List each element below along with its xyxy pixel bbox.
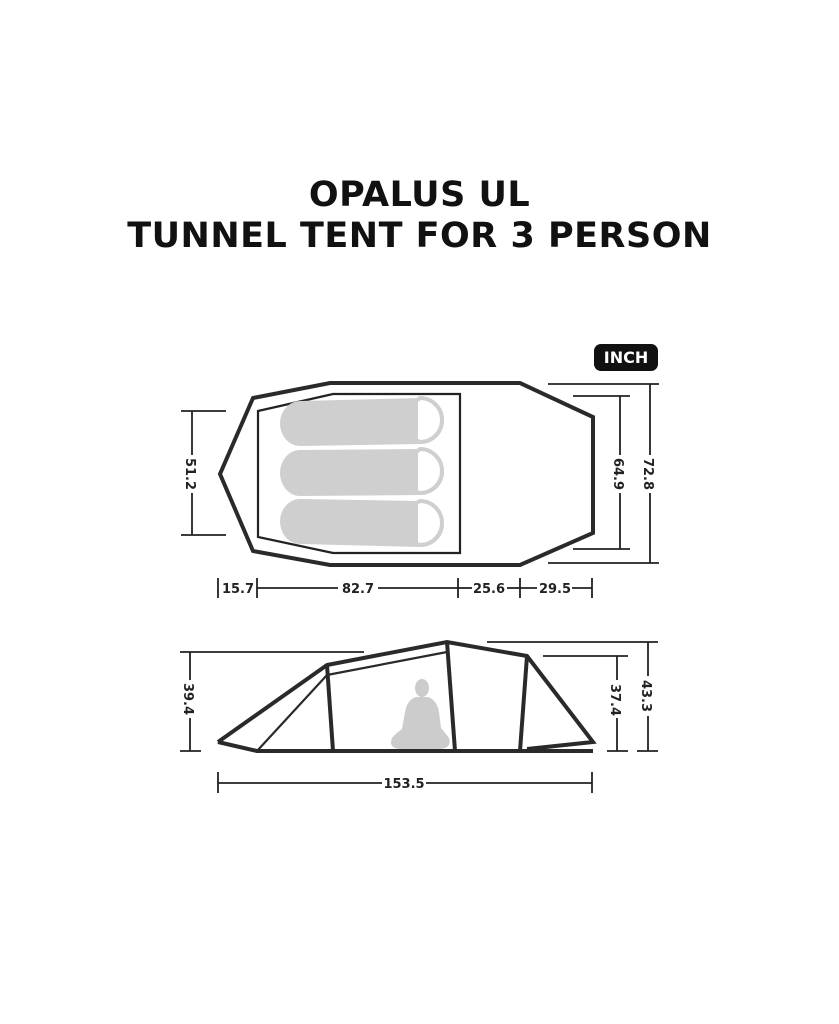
dim-total-width — [548, 383, 659, 564]
dim-front-height — [180, 651, 364, 752]
sleeping-pad-2 — [280, 446, 444, 496]
dim-label-vestibule-width: 64.9 — [610, 458, 625, 490]
dim-total-length — [217, 772, 593, 793]
side-view: 39.4 37.4 43.3 153.5 — [180, 639, 658, 793]
page-title-line-1: OPALUS UL — [308, 175, 531, 215]
unit-badge: INCH — [594, 344, 658, 371]
dim-label-peak-height: 43.3 — [638, 680, 653, 712]
dim-label-total-width: 72.8 — [640, 458, 655, 490]
dim-label-inner-width: 51.2 — [182, 458, 197, 490]
dim-label-rear-height: 37.4 — [607, 684, 622, 716]
dim-label-front-vestibule-length: 15.7 — [222, 582, 254, 597]
side-view-inner-lines — [256, 650, 448, 752]
top-view: 51.2 64.9 72.8 — [181, 381, 659, 598]
seated-person-icon — [391, 679, 450, 749]
top-view-outer-outline — [217, 381, 595, 567]
dim-length-chain — [217, 578, 593, 598]
dim-inner-width — [181, 410, 226, 536]
dim-label-rear-vestibule-length: 29.5 — [539, 582, 571, 597]
dim-rear-height — [543, 655, 628, 752]
sleeping-pad-3 — [280, 498, 444, 548]
dim-vestibule-width — [573, 395, 630, 550]
dim-label-front-height: 39.4 — [180, 683, 195, 715]
sleeping-pads — [280, 395, 444, 548]
dim-label-total-length: 153.5 — [383, 777, 424, 792]
page-title-line-2: TUNNEL TENT FOR 3 PERSON — [127, 216, 712, 256]
dim-label-rear-section-length: 25.6 — [473, 582, 505, 597]
dim-label-inner-length: 82.7 — [342, 582, 374, 597]
top-view-inner-outline — [256, 392, 462, 555]
sleeping-pad-1 — [280, 395, 444, 446]
dim-peak-height — [487, 641, 658, 752]
